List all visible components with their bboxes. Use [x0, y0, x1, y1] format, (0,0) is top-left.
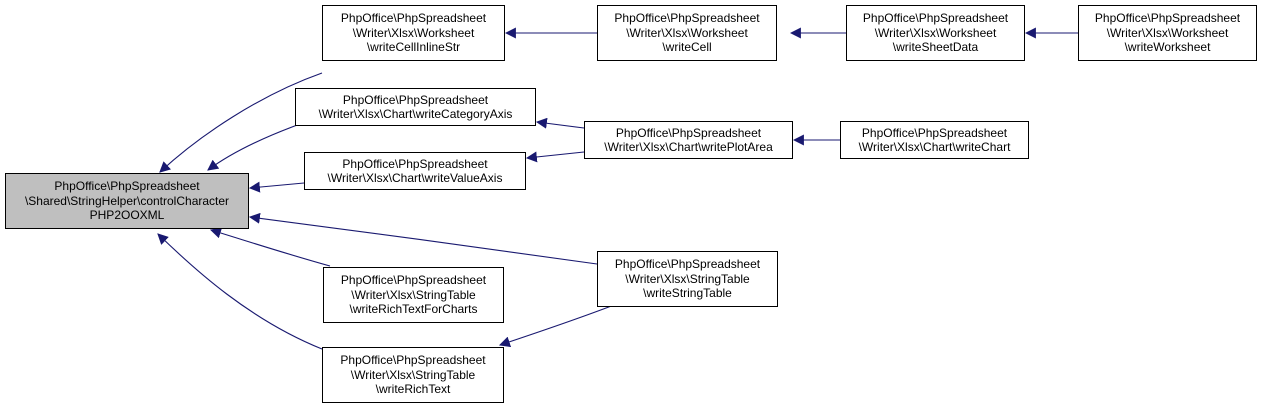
edge-writeCategoryAxis-to-controlCharacter	[207, 123, 301, 171]
node-writeCategoryAxis[interactable]: PhpOffice\PhpSpreadsheet \Writer\Xlsx\Ch…	[295, 88, 536, 126]
edge-writeCellInlineStr-to-controlCharacter	[159, 72, 323, 173]
node-writeSheetData[interactable]: PhpOffice\PhpSpreadsheet \Writer\Xlsx\Wo…	[846, 5, 1025, 61]
edge-writeRichText-to-controlCharacter	[157, 233, 323, 350]
edge-writeStringTable-to-writeRichText	[498, 304, 615, 348]
edge-writeRichTextForCharts-to-controlCharacter	[209, 227, 331, 267]
node-writeWorksheet[interactable]: PhpOffice\PhpSpreadsheet \Writer\Xlsx\Wo…	[1078, 5, 1257, 61]
edge-writeStringTable-to-controlCharacter	[248, 212, 598, 265]
node-controlCharacter: PhpOffice\PhpSpreadsheet \Shared\StringH…	[5, 173, 249, 229]
node-writeCell[interactable]: PhpOffice\PhpSpreadsheet \Writer\Xlsx\Wo…	[597, 5, 777, 61]
node-writeStringTable[interactable]: PhpOffice\PhpSpreadsheet \Writer\Xlsx\St…	[597, 251, 778, 307]
node-writeCellInlineStr[interactable]: PhpOffice\PhpSpreadsheet \Writer\Xlsx\Wo…	[322, 5, 505, 61]
node-writeRichTextForCharts[interactable]: PhpOffice\PhpSpreadsheet \Writer\Xlsx\St…	[323, 267, 504, 323]
node-writePlotArea[interactable]: PhpOffice\PhpSpreadsheet \Writer\Xlsx\Ch…	[584, 121, 793, 159]
edge-writeValueAxis-to-controlCharacter	[248, 181, 305, 193]
edge-writePlotArea-to-writeCategoryAxis	[535, 117, 585, 129]
node-writeValueAxis[interactable]: PhpOffice\PhpSpreadsheet \Writer\Xlsx\Ch…	[304, 152, 526, 190]
edge-writePlotArea-to-writeValueAxis	[525, 151, 585, 163]
node-writeRichText[interactable]: PhpOffice\PhpSpreadsheet \Writer\Xlsx\St…	[322, 347, 504, 403]
node-writeChart[interactable]: PhpOffice\PhpSpreadsheet \Writer\Xlsx\Ch…	[840, 121, 1029, 159]
